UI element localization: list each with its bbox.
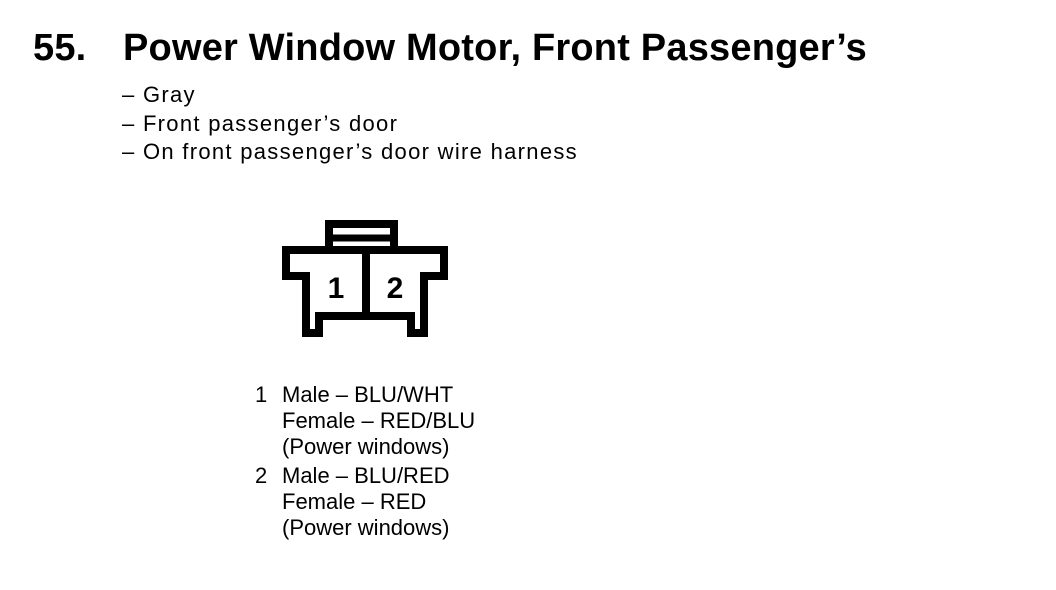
connector-diagram: 1 2 (282, 220, 448, 337)
pin-1-female-wire: Female – RED/BLU (282, 408, 476, 433)
pin-2-male-wire: Male – BLU/RED (282, 463, 450, 488)
pin-2-description: Male – BLU/RED Female – RED (Power windo… (282, 463, 450, 541)
pin-2-number: 2 (255, 463, 268, 488)
cavity-2-label: 2 (387, 272, 404, 305)
detail-list: – Gray – Front passenger’s door – On fro… (122, 81, 578, 167)
pin-2-function: (Power windows) (282, 515, 450, 540)
pin-1-function: (Power windows) (282, 434, 450, 459)
pin-legend-entry-2: 2 Male – BLU/RED Female – RED (Power win… (255, 463, 475, 541)
pin-2-female-wire: Female – RED (282, 489, 427, 514)
pin-legend-entry-1: 1 Male – BLU/WHT Female – RED/BLU (Power… (255, 382, 475, 460)
pin-legend: 1 Male – BLU/WHT Female – RED/BLU (Power… (255, 382, 475, 541)
item-number: 55. (33, 27, 87, 69)
pin-1-male-wire: Male – BLU/WHT (282, 382, 454, 407)
detail-line-color: – Gray (122, 82, 196, 107)
pin-1-description: Male – BLU/WHT Female – RED/BLU (Power w… (282, 382, 475, 460)
pin-1-number: 1 (255, 382, 268, 407)
detail-line-location: – Front passenger’s door (122, 110, 399, 136)
cavity-1-label: 1 (328, 272, 345, 305)
page-title: Power Window Motor, Front Passenger’s (123, 27, 867, 69)
page-heading: 55. Power Window Motor, Front Passenger’s (33, 29, 867, 67)
detail-line-harness: – On front passenger’s door wire harness (122, 139, 578, 164)
